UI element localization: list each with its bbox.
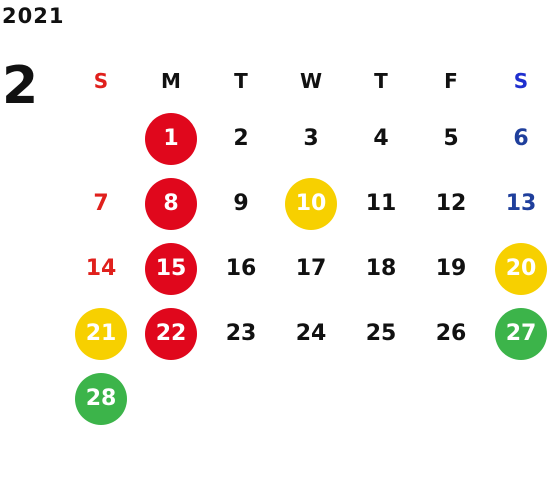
day-cell: 4 [346,113,416,165]
day-4[interactable]: 4 [373,126,389,151]
weekday-cell: F [416,69,486,93]
week-row: 21 22 23 24 25 26 27 [66,301,548,366]
day-5[interactable]: 5 [443,126,459,151]
week-row: 7 8 9 10 11 12 13 [66,171,548,236]
weekday-label: F [444,69,458,93]
day-cell: 7 [66,178,136,230]
day-18[interactable]: 18 [365,256,397,281]
day-cell: 18 [346,243,416,295]
day-cell: 8 [136,177,206,230]
empty-day-slot [355,373,407,425]
weekday-cell: T [206,69,276,93]
empty-day-slot [425,373,477,425]
weekday-label: S [93,69,109,93]
day-cell [136,373,206,425]
day-23[interactable]: 23 [225,321,257,346]
day-cell: 25 [346,308,416,360]
empty-day-slot [285,373,337,425]
day-cell [66,113,136,165]
day-2[interactable]: 2 [233,126,249,151]
day-9[interactable]: 9 [233,191,249,216]
highlighted-day-1[interactable]: 1 [145,112,197,165]
highlighted-day-15[interactable]: 15 [145,242,197,295]
day-cell: 22 [136,307,206,360]
week-row: 14 15 16 17 18 19 20 [66,236,548,301]
empty-day-slot [495,373,547,425]
day-cell: 9 [206,178,276,230]
empty-day-slot [75,113,127,165]
day-cell: 15 [136,242,206,295]
year-label: 2021 [2,4,65,28]
highlighted-day-22[interactable]: 22 [145,307,197,360]
weekday-label: S [513,69,529,93]
highlighted-day-21[interactable]: 21 [75,307,127,360]
week-row: 1 2 3 4 5 6 [66,106,548,171]
day-cell: 14 [66,243,136,295]
day-3[interactable]: 3 [303,126,319,151]
day-cell: 24 [276,308,346,360]
weekday-cell: W [276,69,346,93]
day-cell: 3 [276,113,346,165]
day-cell: 21 [66,307,136,360]
day-cell: 28 [66,372,136,425]
week-row: 28 [66,366,548,431]
day-cell: 10 [276,177,346,230]
weekday-label: W [299,69,323,93]
day-24[interactable]: 24 [295,321,327,346]
day-cell: 13 [486,178,548,230]
highlighted-day-10[interactable]: 10 [285,177,337,230]
day-cell: 23 [206,308,276,360]
highlighted-day-28[interactable]: 28 [75,372,127,425]
day-cell [276,373,346,425]
day-cell: 2 [206,113,276,165]
day-14[interactable]: 14 [85,256,117,281]
day-cell: 20 [486,242,548,295]
day-cell: 1 [136,112,206,165]
empty-day-slot [215,373,267,425]
day-17[interactable]: 17 [295,256,327,281]
weekday-cell: M [136,69,206,93]
day-cell: 19 [416,243,486,295]
highlighted-day-27[interactable]: 27 [495,307,547,360]
day-7[interactable]: 7 [93,191,109,216]
day-cell: 11 [346,178,416,230]
day-cell [346,373,416,425]
day-cell [416,373,486,425]
day-cell: 26 [416,308,486,360]
weekday-cell: S [486,69,548,93]
day-6[interactable]: 6 [513,126,529,151]
day-cell: 6 [486,113,548,165]
day-cell: 17 [276,243,346,295]
weekday-label: T [234,69,248,93]
weekday-cell: S [66,69,136,93]
weekday-label: T [374,69,388,93]
day-cell: 16 [206,243,276,295]
highlighted-day-8[interactable]: 8 [145,177,197,230]
empty-day-slot [145,373,197,425]
day-16[interactable]: 16 [225,256,257,281]
day-13[interactable]: 13 [505,191,537,216]
day-19[interactable]: 19 [435,256,467,281]
day-12[interactable]: 12 [435,191,467,216]
day-25[interactable]: 25 [365,321,397,346]
highlighted-day-20[interactable]: 20 [495,242,547,295]
day-cell [206,373,276,425]
day-26[interactable]: 26 [435,321,467,346]
month-number: 2 [2,56,39,116]
day-cell: 5 [416,113,486,165]
day-11[interactable]: 11 [365,191,397,216]
day-cell: 12 [416,178,486,230]
day-cell [486,373,548,425]
day-cell: 27 [486,307,548,360]
weekday-cell: T [346,69,416,93]
weekday-label: M [161,69,181,93]
